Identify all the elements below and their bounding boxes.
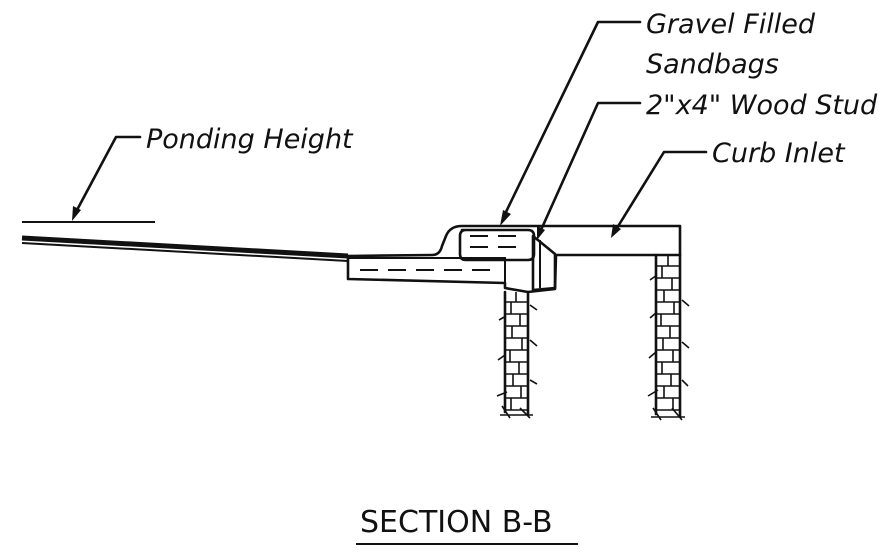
sandbag	[360, 228, 536, 271]
pavement-surface	[21, 235, 349, 262]
gutter-step	[348, 257, 506, 283]
wood-stud	[531, 234, 557, 292]
label-wood-stud: 2"x4" Wood Stud	[646, 90, 878, 121]
label-curb-inlet: Curb Inlet	[712, 138, 846, 169]
left-inlet-wall	[496, 290, 538, 419]
leader-curb-inlet	[611, 150, 708, 238]
label-gravel-filled: Gravel Filled	[646, 9, 816, 40]
leader-gravel-sandbags	[500, 20, 642, 226]
section-title: SECTION B-B	[360, 505, 553, 540]
leader-wood-stud	[537, 101, 642, 240]
label-sandbags: Sandbags	[646, 49, 779, 80]
leader-ponding-height	[72, 135, 142, 221]
label-ponding-height: Ponding Height	[146, 124, 354, 155]
right-inlet-wall	[647, 253, 690, 421]
